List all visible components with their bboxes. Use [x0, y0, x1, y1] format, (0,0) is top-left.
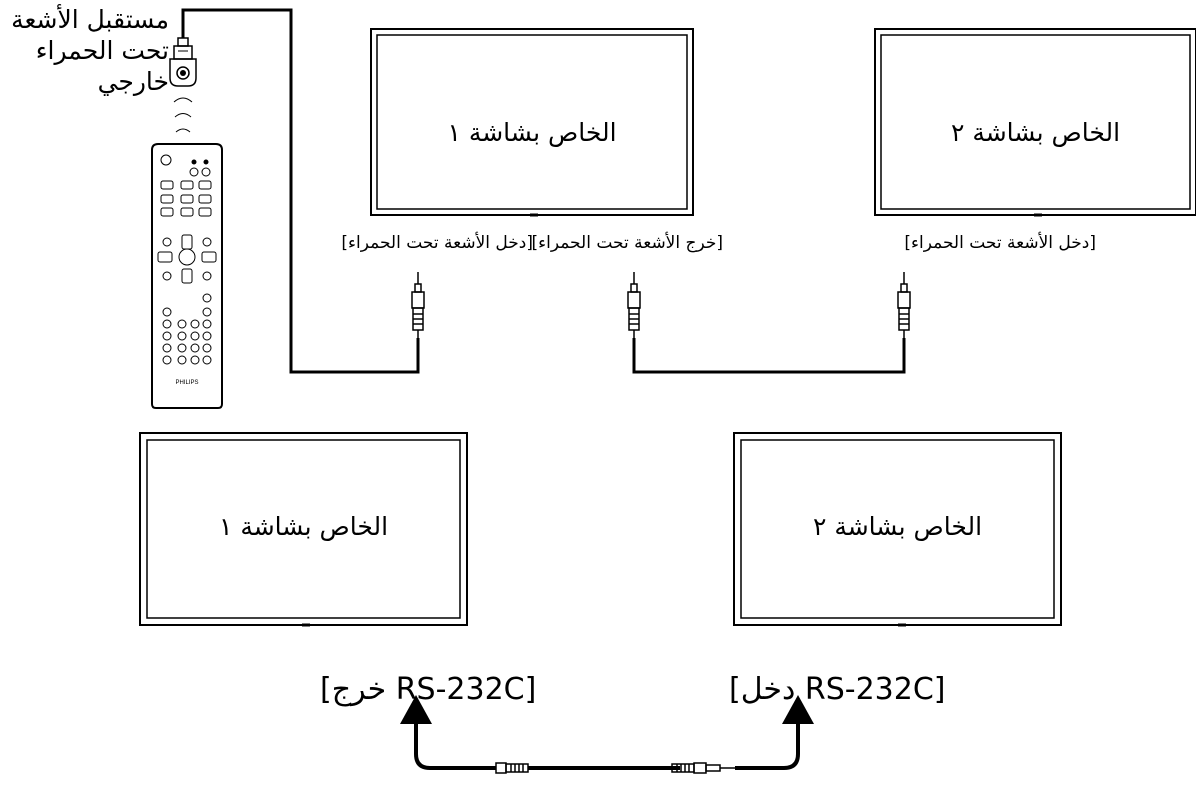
- rs232-plug-right: [671, 762, 735, 774]
- arrow-up-left-icon: [400, 695, 432, 724]
- ir-receiver-label-line3: خارجي: [97, 67, 169, 96]
- ir-receiver-cable: [181, 8, 420, 374]
- ir-in-plug-1: [411, 272, 425, 338]
- ir-receiver-label: مستقبل الأشعة تحت الحمراء خارجي: [11, 4, 169, 97]
- ir-display2-title: الخاص بشاشة ٢: [950, 118, 1121, 147]
- arrow-up-right-icon: [782, 695, 814, 724]
- monitor-rs232-2: [733, 432, 1062, 627]
- ir-display2-in-label: [دخل الأشعة تحت الحمراء]: [904, 233, 1096, 253]
- remote-control-icon: [151, 143, 223, 409]
- monitor-ir-2: [874, 28, 1196, 217]
- remote-brand-label: PHILIPS: [175, 380, 198, 386]
- ir-display1-title: الخاص بشاشة ١: [447, 118, 617, 147]
- rs232-in-label: [RS-232C دخل]: [729, 672, 946, 707]
- rs232-cable: [414, 722, 800, 770]
- ir-chain-cable: [632, 338, 906, 374]
- rs232-out-label: [RS-232C خرج]: [320, 672, 537, 707]
- ir-out-plug-1: [627, 272, 641, 338]
- ir-display1-in-label: [دخل الأشعة تحت الحمراء]: [341, 233, 533, 253]
- ir-receiver-label-line1: مستقبل الأشعة: [11, 5, 169, 34]
- ir-receiver-label-line2: تحت الحمراء: [35, 36, 169, 65]
- rs232-display2-title: الخاص بشاشة ٢: [812, 512, 983, 541]
- rs232-plug-left: [485, 762, 680, 774]
- ir-in-plug-2: [897, 272, 911, 338]
- monitor-rs232-1: [139, 432, 468, 627]
- ir-receiver-icon: [169, 37, 197, 133]
- monitor-ir-1: [370, 28, 694, 217]
- rs232-display1-title: الخاص بشاشة ١: [218, 512, 389, 541]
- ir-display1-out-label: [خرج الأشعة تحت الحمراء]: [531, 233, 723, 253]
